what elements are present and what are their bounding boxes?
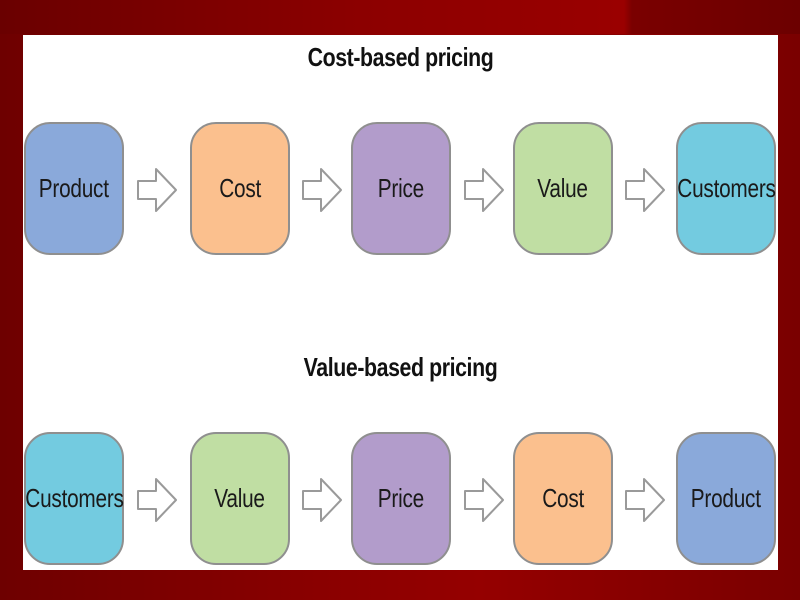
right-arrow-icon xyxy=(625,168,665,212)
flow-step-box: Product xyxy=(24,122,124,255)
flow-step-box: Price xyxy=(351,432,451,565)
flow-step-box: Value xyxy=(190,432,290,565)
flow-step-box: Customers xyxy=(676,122,776,255)
value-based-title: Value-based pricing xyxy=(303,352,498,382)
flow-step-box: Customers xyxy=(24,432,124,565)
flow-step-box: Cost xyxy=(190,122,290,255)
right-arrow-icon xyxy=(625,478,665,522)
flow-step-label: Customers xyxy=(24,483,124,513)
flow-step-label: Value xyxy=(537,173,589,203)
right-arrow-icon xyxy=(464,168,504,212)
flow-step-label: Price xyxy=(377,173,425,203)
flow-step-label: Cost xyxy=(542,483,584,513)
flow-step-label: Product xyxy=(690,483,761,513)
right-arrow-icon xyxy=(302,168,342,212)
diagram-panel: Cost-based pricing Product Cost Price Va… xyxy=(23,35,778,570)
flow-step-label: Value xyxy=(214,483,266,513)
right-arrow-icon xyxy=(302,478,342,522)
flow-step-label: Cost xyxy=(219,173,261,203)
flow-step-label: Price xyxy=(377,483,425,513)
flow-step-box: Price xyxy=(351,122,451,255)
slide-top-band xyxy=(0,0,800,34)
flow-step-box: Value xyxy=(513,122,613,255)
flow-step-label: Customers xyxy=(676,173,776,203)
cost-based-title: Cost-based pricing xyxy=(307,42,494,72)
right-arrow-icon xyxy=(137,168,177,212)
flow-step-label: Product xyxy=(38,173,109,203)
right-arrow-icon xyxy=(464,478,504,522)
right-arrow-icon xyxy=(137,478,177,522)
flow-step-box: Product xyxy=(676,432,776,565)
cost-based-flow: Product Cost Price Value Customers xyxy=(23,122,778,258)
flow-step-box: Cost xyxy=(513,432,613,565)
value-based-flow: Customers Value Price Cost Product xyxy=(23,432,778,568)
